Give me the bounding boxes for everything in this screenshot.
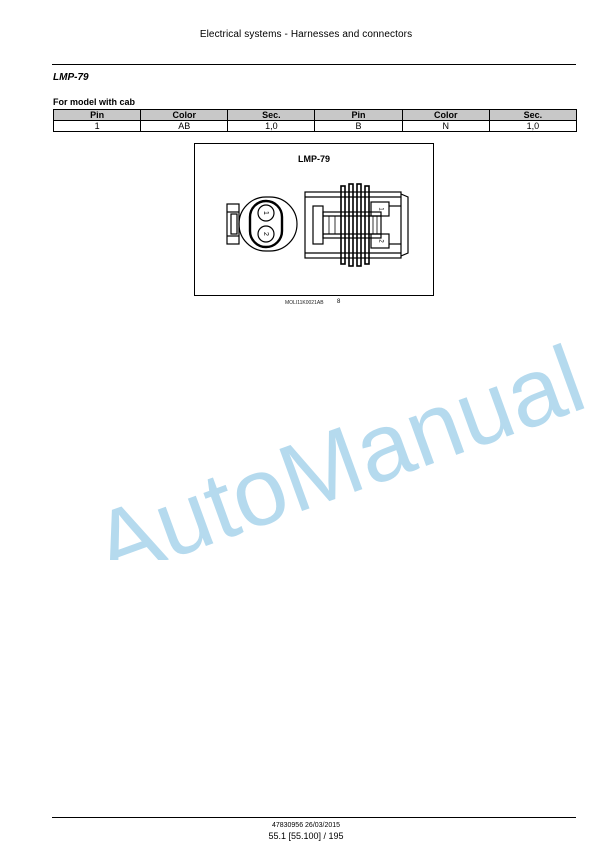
pin-label-1: 1 xyxy=(262,211,269,215)
header-divider xyxy=(52,64,576,65)
figure-label: LMP-79 xyxy=(297,154,330,164)
table-cell: B xyxy=(314,120,403,132)
watermark: AutoManual xyxy=(80,325,590,560)
column-header-pin: Pin xyxy=(52,109,142,121)
pin-label-2: 2 xyxy=(262,232,269,236)
table-cell: 1 xyxy=(52,120,142,132)
pin-table: Pin Color Sec. Pin Color Sec. 1 AB 1,0 B… xyxy=(52,109,578,132)
footer-page-number: 55.1 [55.100] / 195 xyxy=(268,831,344,841)
connector-title: LMP-79 xyxy=(53,72,89,83)
connector-drawing: 1 2 1 2 xyxy=(226,183,409,267)
model-subtitle: For model with cab xyxy=(53,97,136,107)
connector-figure: LMP-79 xyxy=(194,143,434,296)
page-header-title: Electrical systems - Harnesses and conne… xyxy=(199,29,413,40)
side-pin-label-1: 1 xyxy=(377,207,383,211)
footer-divider xyxy=(52,817,576,818)
table-cell: AB xyxy=(140,120,229,132)
column-header-section: Sec. xyxy=(488,109,578,121)
connector-front-view xyxy=(226,196,298,252)
side-pin-label-2: 2 xyxy=(377,239,383,243)
table-row: 1 AB 1,0 B N 1,0 xyxy=(52,120,578,132)
table-cell: N xyxy=(401,120,490,132)
column-header-section: Sec. xyxy=(227,109,316,121)
watermark-text: AutoManual xyxy=(80,325,590,560)
figure-number: 8 xyxy=(337,299,341,305)
column-header-color: Color xyxy=(140,109,229,121)
footer-document-info: 47830956 26/03/2015 xyxy=(271,822,341,829)
column-header-pin: Pin xyxy=(314,109,403,121)
connector-ribs xyxy=(340,183,370,267)
table-cell: 1,0 xyxy=(488,120,578,132)
column-header-color: Color xyxy=(401,109,490,121)
figure-caption: MOLI11K0021AB xyxy=(285,300,324,306)
table-header-row: Pin Color Sec. Pin Color Sec. xyxy=(52,109,578,121)
table-cell: 1,0 xyxy=(227,120,316,132)
